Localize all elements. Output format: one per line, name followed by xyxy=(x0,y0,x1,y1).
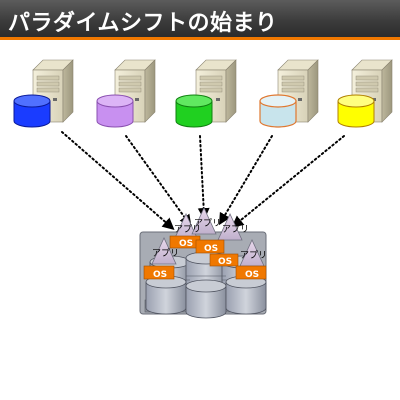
app-label-2: アプリ xyxy=(194,218,221,229)
os-label-5: OS xyxy=(245,270,259,280)
disk-stack-front xyxy=(145,275,267,319)
database-icon-lightblue xyxy=(259,94,297,128)
server-group-4 xyxy=(259,59,319,128)
app-label-1: アプリ xyxy=(174,224,201,235)
app-triangles xyxy=(151,207,265,267)
server-group-2 xyxy=(96,59,156,128)
arrow-2 xyxy=(125,135,192,227)
os-label-1: OS xyxy=(179,239,193,249)
os-label-2: OS xyxy=(204,244,218,254)
app-label-5: アプリ xyxy=(240,250,267,261)
app-label-3: アプリ xyxy=(222,224,249,235)
os-label-4: OS xyxy=(153,270,167,280)
database-icon-yellow xyxy=(337,94,375,128)
app-label-4: アプリ xyxy=(152,248,179,259)
title-bar: パラダイムシフトの始まり xyxy=(0,0,400,40)
arrow-5 xyxy=(231,135,345,228)
arrow-4 xyxy=(218,135,273,226)
os-label-3: OS xyxy=(218,257,232,267)
server-group-5 xyxy=(337,59,393,128)
slide-title: パラダイムシフトの始まり xyxy=(8,11,278,36)
server-group-3 xyxy=(175,59,237,128)
migration-arrows xyxy=(61,131,345,230)
server-group-1 xyxy=(13,59,74,128)
consolidated-cluster: アプリ アプリ アプリ アプリ アプリ OS OS OS OS OS xyxy=(139,207,267,319)
os-boxes xyxy=(143,235,267,280)
database-icon-purple xyxy=(96,94,134,128)
arrow-1 xyxy=(61,131,175,230)
arrow-3 xyxy=(197,135,210,220)
database-icon-blue xyxy=(13,94,51,128)
database-icon-green xyxy=(175,94,213,128)
